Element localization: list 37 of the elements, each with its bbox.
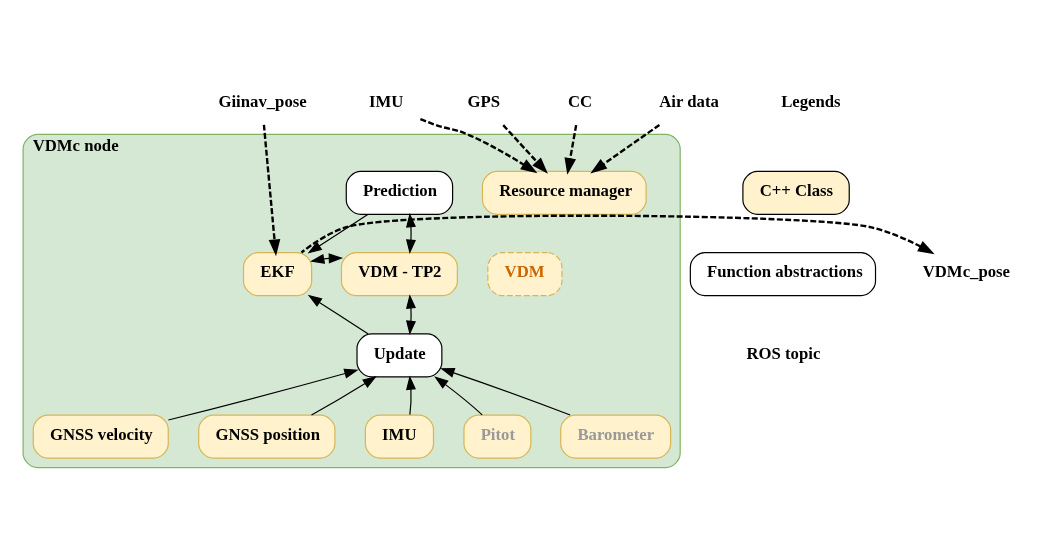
- legend-label: Function abstractions: [707, 261, 863, 281]
- arrow: [405, 293, 416, 335]
- arrow: [434, 375, 483, 415]
- node-text: Giinav_pose: [218, 91, 307, 111]
- node-text: VDMc_pose: [922, 261, 1010, 281]
- arrow: [405, 212, 416, 254]
- node-box: Update: [356, 332, 443, 377]
- legend-label: C++ Class: [759, 180, 834, 200]
- arrow: [440, 367, 571, 416]
- arrow: [405, 374, 416, 415]
- node-box: Resource manager: [481, 170, 647, 215]
- arrow: [419, 117, 538, 173]
- node-text: GPS: [467, 91, 501, 111]
- node-box: EKF: [242, 251, 313, 296]
- arrow: [502, 123, 548, 174]
- node-box: Barometer: [560, 414, 672, 459]
- node-box: GNSS position: [198, 414, 336, 459]
- arrow: [310, 375, 377, 416]
- arrow: [300, 214, 935, 254]
- node-box: IMU: [364, 414, 435, 459]
- node-box: Prediction: [345, 170, 454, 215]
- arrow: [307, 294, 369, 334]
- node-box: GNSS velocity: [32, 414, 169, 459]
- arrow: [167, 368, 359, 421]
- arrow: [310, 252, 344, 264]
- arrow: [590, 123, 661, 173]
- node-box: VDM: [487, 251, 563, 296]
- node-box: Pitot: [463, 414, 532, 459]
- legend-label: ROS topic: [746, 343, 821, 363]
- label: Legends: [781, 91, 841, 111]
- node-text: Air data: [659, 91, 719, 111]
- arrow: [564, 124, 578, 175]
- node-box: VDM - TP2: [340, 251, 458, 296]
- node-text: CC: [567, 91, 593, 111]
- arrow: [262, 124, 281, 256]
- arrow: [307, 213, 369, 253]
- node-text: IMU: [368, 91, 404, 111]
